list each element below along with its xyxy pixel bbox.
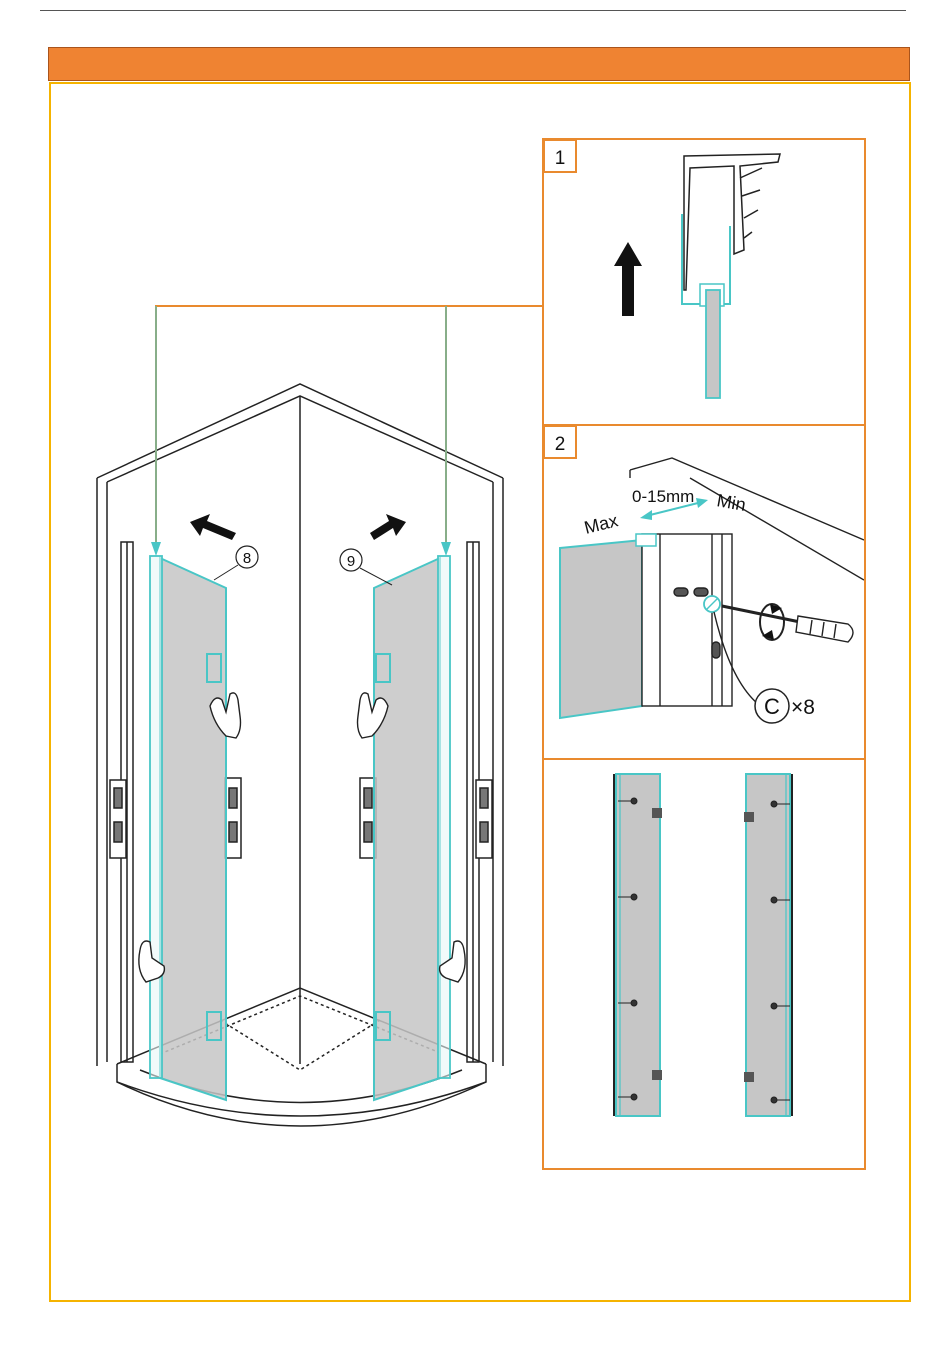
svg-text:9: 9 (347, 553, 355, 570)
svg-text:C: C (764, 694, 780, 719)
svg-text:1: 1 (555, 148, 566, 169)
svg-text:0-15mm: 0-15mm (632, 487, 694, 506)
svg-text:8: 8 (243, 550, 251, 567)
detail-1-panel: 1 (543, 139, 865, 425)
wall-bracket-right (476, 780, 492, 858)
glass-strip-right (744, 774, 792, 1116)
detail-2-panel: 2 0-15mm Max (543, 425, 865, 759)
svg-text:×8: ×8 (791, 696, 815, 719)
detail-3-panel (543, 759, 865, 1169)
glass-panel-8 (150, 556, 226, 1100)
svg-text:2: 2 (555, 434, 566, 455)
glass-panel-9 (374, 556, 450, 1100)
glass-strip-left (614, 774, 662, 1116)
wall-bracket-left (110, 780, 126, 858)
